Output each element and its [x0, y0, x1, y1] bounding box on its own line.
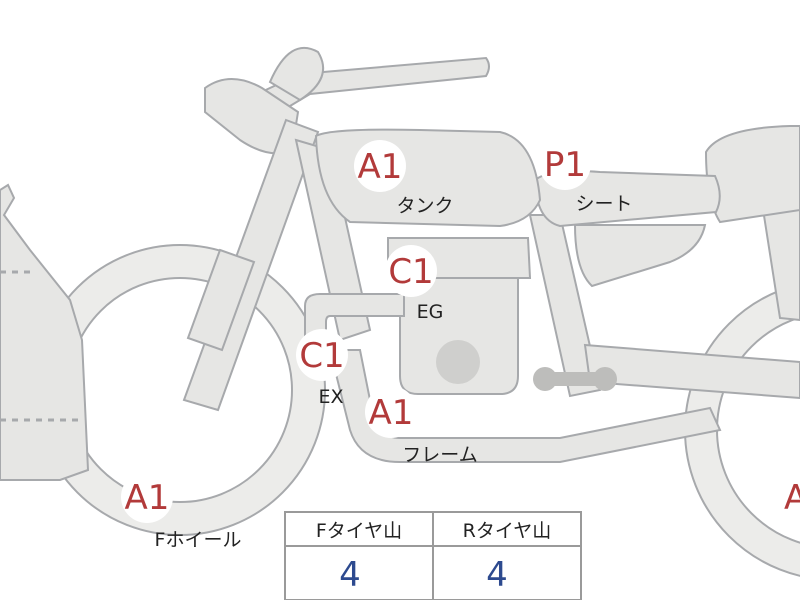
tank-grade: A1 [358, 147, 403, 187]
seat-marker: P1 シート [539, 138, 633, 215]
footpeg [545, 372, 605, 386]
tank-label: タンク [396, 195, 453, 217]
engine-marker: C1 EG [385, 245, 443, 323]
side-cover [573, 224, 707, 288]
front-wheel-label: Fホイール [155, 529, 242, 551]
front-wheel-grade-circle [121, 471, 173, 523]
engine-grade: C1 [388, 252, 433, 292]
exhaust-grade: C1 [299, 336, 344, 376]
tire-table: Fタイヤ山 Rタイヤ山 4 4 [284, 511, 582, 600]
engine-grade-circle [385, 245, 437, 297]
front-tire-header: Fタイヤ山 [316, 520, 402, 542]
tank-grade-circle [354, 140, 406, 192]
tank-marker: A1 タンク [354, 140, 454, 217]
rear-tail [704, 125, 800, 224]
seat-label: シート [575, 193, 632, 215]
rear-tire-value: 4 [486, 555, 508, 595]
front-wheel-grade: A1 [125, 478, 170, 518]
footpeg-knob-right [593, 367, 617, 391]
frame-label: フレーム [402, 444, 477, 466]
rear-marker: A [780, 471, 800, 523]
front-wheel-hole [67, 277, 293, 503]
footpeg-knob-left [533, 367, 557, 391]
seat-grade: P1 [544, 145, 586, 185]
engine-cover [436, 340, 480, 384]
frame-grade: A1 [369, 393, 414, 433]
front-tire-value: 4 [339, 555, 361, 595]
exhaust-grade-circle [296, 329, 348, 381]
exhaust-pipe [304, 293, 405, 337]
fork-boot [186, 248, 256, 352]
frame-grade-circle [365, 386, 417, 438]
front-wheel-marker: A1 Fホイール [121, 471, 241, 551]
seat-grade-circle [539, 138, 591, 190]
exhaust-marker: C1 EX [296, 329, 348, 408]
mirror-stem [268, 46, 325, 102]
rear-grade: A [784, 478, 800, 518]
rear-grade-circle [780, 471, 800, 523]
front-fender [0, 183, 90, 481]
swingarm [583, 343, 800, 400]
engine-block [399, 277, 519, 395]
frame-marker: A1 フレーム [365, 386, 478, 466]
engine-label: EG [417, 301, 444, 323]
rear-tire-header: Rタイヤ山 [463, 520, 552, 542]
exhaust-label: EX [318, 386, 343, 408]
